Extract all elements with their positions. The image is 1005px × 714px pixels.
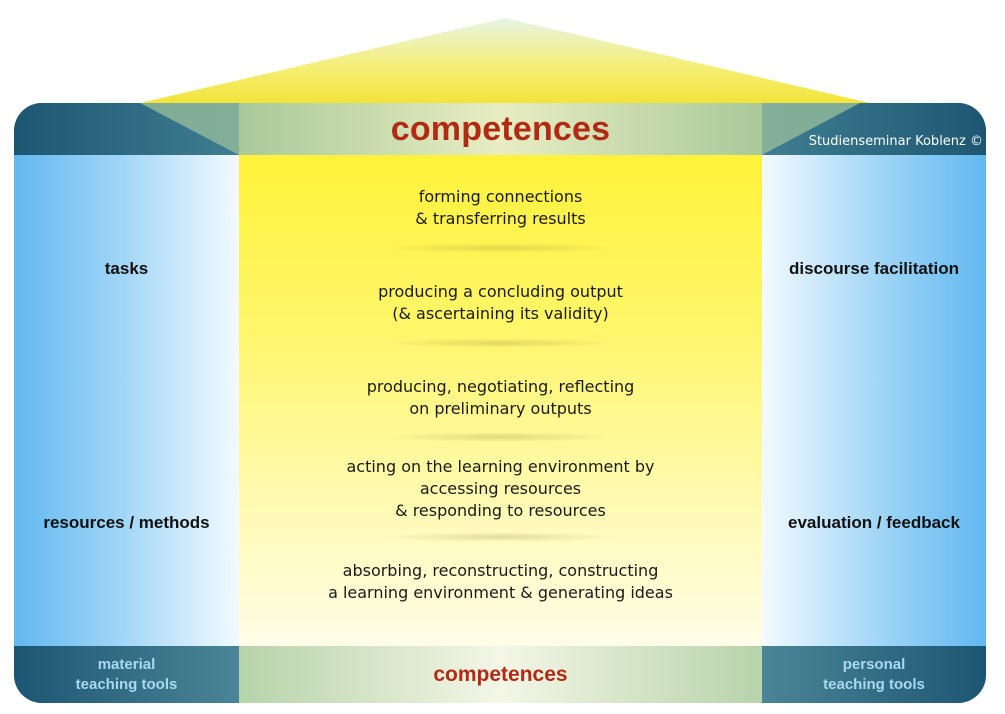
pillar-label-evaluation-feedback: evaluation / feedback (788, 513, 960, 532)
roof (140, 18, 870, 103)
layer-5-line-1: forming connections (418, 187, 583, 206)
layer-3-line-2: on preliminary outputs (409, 399, 592, 418)
left-pillar: tasks resources / methods (14, 155, 239, 646)
layer-3: producing, negotiating, reflecting on pr… (239, 376, 762, 420)
layer-2-line-3: & responding to resources (395, 501, 606, 520)
personal-label: personal (842, 655, 906, 673)
pillar-label-tasks: tasks (104, 259, 149, 278)
top-left-bevel (140, 103, 239, 155)
pillar-label-discourse-facilitation: discourse facilitation (788, 259, 960, 278)
top-title-band: competences (239, 103, 762, 155)
right-pillar: discourse facilitation evaluation / feed… (762, 155, 986, 646)
layer-2-line-1: acting on the learning environment by (346, 457, 655, 476)
layer-3-line-1: producing, negotiating, reflecting (366, 377, 635, 396)
layer-divider (380, 432, 620, 442)
center-column (239, 155, 762, 646)
layer-divider (380, 532, 620, 542)
layer-1-line-1: absorbing, reconstructing, constructing (342, 561, 659, 580)
material-teaching-tools: material teaching tools (14, 646, 239, 703)
layer-4-line-1: producing a concluding output (378, 282, 623, 301)
personal-teaching-tools-label: teaching tools (823, 675, 925, 693)
material-label: material (97, 655, 156, 673)
layer-divider (380, 243, 620, 253)
layer-5-line-2: & transferring results (415, 209, 586, 228)
foundation-band: competences (239, 646, 762, 703)
layer-4-line-2: (& ascertaining its validity) (392, 304, 609, 323)
layer-divider (380, 338, 620, 348)
foundation-title: competences (433, 662, 568, 686)
layer-2: acting on the learning environment by ac… (239, 456, 762, 522)
layer-1-line-2: a learning environment & generating idea… (328, 583, 673, 602)
page-title: competences (390, 109, 611, 148)
layer-4: producing a concluding output (& ascerta… (239, 281, 762, 325)
layer-2-line-2: accessing resources (419, 479, 582, 498)
layer-5: forming connections & transferring resul… (239, 186, 762, 230)
pillar-label-resources-methods: resources / methods (43, 513, 210, 532)
top-right-bevel (762, 103, 860, 155)
layer-1: absorbing, reconstructing, constructing … (239, 560, 762, 604)
material-teaching-tools-label: teaching tools (75, 675, 178, 693)
personal-teaching-tools: personal teaching tools (762, 646, 986, 703)
copyright-text: Studienseminar Koblenz © (808, 134, 983, 149)
